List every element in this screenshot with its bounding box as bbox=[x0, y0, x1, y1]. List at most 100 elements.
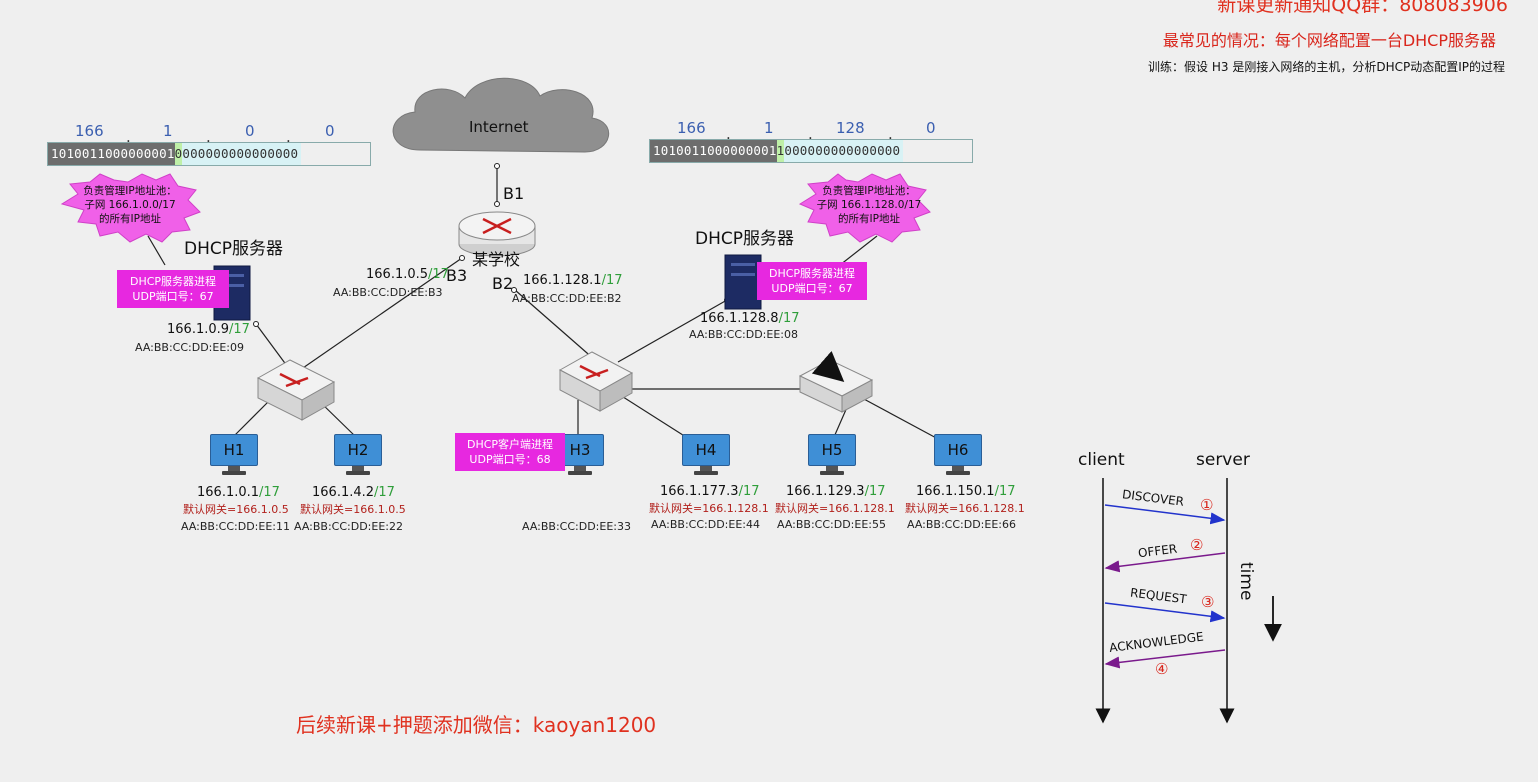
offer-num: ② bbox=[1190, 536, 1204, 554]
dhcp-sequence bbox=[1095, 478, 1282, 724]
right-dot-2: . bbox=[808, 125, 813, 143]
left-server-proc-port: UDP端口号：67 bbox=[132, 290, 214, 303]
link-h6 bbox=[861, 397, 941, 441]
right-pool-line-1: 负责管理IP地址池： bbox=[822, 185, 916, 197]
left-server-mac: AA:BB:CC:DD:EE:09 bbox=[135, 341, 244, 354]
host-h5-screen: H5 bbox=[808, 434, 856, 466]
hub-icon bbox=[798, 350, 874, 413]
host-h5: H5 bbox=[808, 434, 856, 475]
right-bits-network: 1010011000000001 bbox=[650, 140, 777, 162]
exercise-text: 训练：假设 H3 是刚接入网络的主机，分析DHCP动态配置IP的过程 bbox=[1148, 60, 1505, 74]
offer-arrow bbox=[1104, 552, 1226, 573]
router-b3-mac: AA:BB:CC:DD:EE:B3 bbox=[333, 286, 443, 299]
discover-num: ① bbox=[1200, 496, 1214, 514]
router-b1-label: B1 bbox=[503, 184, 525, 203]
left-octet-2: 1 bbox=[163, 122, 173, 140]
left-octet-1: 166 bbox=[75, 122, 104, 140]
link-h4 bbox=[619, 394, 687, 438]
left-server-ip: 166.1.0.9/17 bbox=[167, 322, 250, 337]
internet-label: Internet bbox=[469, 118, 529, 136]
h1-mac: AA:BB:CC:DD:EE:11 bbox=[181, 520, 290, 533]
right-server-proc-name: DHCP服务器进程 bbox=[768, 267, 856, 280]
left-octet-3: 0 bbox=[245, 122, 255, 140]
right-pool-line-3: 的所有IP地址 bbox=[838, 213, 900, 225]
left-server-process: DHCP服务器进程 UDP端口号：67 bbox=[117, 270, 229, 308]
h2-gateway: 默认网关=166.1.0.5 bbox=[300, 503, 406, 516]
left-pool-burst bbox=[60, 173, 201, 243]
host-h1-screen: H1 bbox=[210, 434, 258, 466]
h3-mac: AA:BB:CC:DD:EE:33 bbox=[522, 520, 631, 533]
left-server-label: DHCP服务器 bbox=[184, 239, 283, 259]
seq-time-label: time bbox=[1236, 562, 1256, 601]
h3-client-process: DHCP客户端进程 UDP端口号：68 bbox=[455, 433, 565, 471]
wechat-footer: 后续新课+押题添加微信：kaoyan1200 bbox=[296, 713, 657, 737]
internet-cloud bbox=[392, 77, 610, 153]
right-server-label: DHCP服务器 bbox=[695, 229, 794, 249]
right-server-icon bbox=[724, 254, 762, 310]
left-dot-2: . bbox=[206, 128, 211, 146]
h2-ip: 166.1.4.2/17 bbox=[312, 485, 395, 500]
h1-ip: 166.1.0.1/17 bbox=[197, 485, 280, 500]
router-icon bbox=[458, 211, 536, 257]
h6-mac: AA:BB:CC:DD:EE:66 bbox=[907, 518, 1016, 531]
h5-ip: 166.1.129.3/17 bbox=[786, 484, 886, 499]
right-bits-subnet: 1 bbox=[776, 140, 785, 162]
left-bits-subnet: 0 bbox=[174, 143, 183, 165]
right-pool-burst bbox=[798, 173, 931, 243]
h6-ip: 166.1.150.1/17 bbox=[916, 484, 1016, 499]
right-switch-icon bbox=[558, 351, 634, 412]
left-pool-line-3: 的所有IP地址 bbox=[99, 213, 161, 225]
h3-proc-name: DHCP客户端进程 bbox=[466, 438, 554, 451]
right-dot-1: . bbox=[726, 125, 731, 143]
router-b3-label: B3 bbox=[446, 266, 468, 285]
h4-ip: 166.1.177.3/17 bbox=[660, 484, 760, 499]
left-pool-pointer bbox=[147, 235, 166, 266]
h1-gateway: 默认网关=166.1.0.5 bbox=[183, 503, 289, 516]
right-pool-line-2: 子网 166.1.128.0/17 bbox=[816, 199, 922, 211]
right-octet-3: 128 bbox=[836, 119, 865, 137]
link-left-server bbox=[255, 323, 291, 371]
host-h4-screen: H4 bbox=[682, 434, 730, 466]
request-arrow bbox=[1104, 602, 1226, 623]
seq-client-label: client bbox=[1078, 450, 1125, 470]
slide-subtitle: 最常见的情况：每个网络配置一台DHCP服务器 bbox=[1162, 31, 1496, 50]
left-octet-4: 0 bbox=[325, 122, 335, 140]
qq-notice: 新课更新通知QQ群：808083906 bbox=[1217, 0, 1508, 16]
h4-gateway: 默认网关=166.1.128.1 bbox=[649, 502, 769, 515]
h2-mac: AA:BB:CC:DD:EE:22 bbox=[294, 520, 403, 533]
host-h4: H4 bbox=[682, 434, 730, 475]
router-b3-ip: 166.1.0.5/17 bbox=[366, 267, 449, 282]
right-dot-3: . bbox=[888, 125, 893, 143]
left-dot-3: . bbox=[286, 128, 291, 146]
left-dot-1: . bbox=[126, 128, 131, 146]
h3-proc-port: UDP端口号：68 bbox=[469, 453, 551, 466]
right-server-process: DHCP服务器进程 UDP端口号：67 bbox=[757, 262, 867, 300]
h5-gateway: 默认网关=166.1.128.1 bbox=[775, 502, 895, 515]
link-router-right-switch bbox=[514, 289, 596, 361]
router-b2-label: B2 bbox=[492, 274, 514, 293]
h6-gateway: 默认网关=166.1.128.1 bbox=[905, 502, 1025, 515]
router-b2-mac: AA:BB:CC:DD:EE:B2 bbox=[512, 292, 622, 305]
link-h1 bbox=[232, 399, 271, 438]
host-h6-screen: H6 bbox=[934, 434, 982, 466]
left-server-proc-name: DHCP服务器进程 bbox=[129, 275, 217, 288]
host-h6: H6 bbox=[934, 434, 982, 475]
host-h1: H1 bbox=[210, 434, 258, 475]
request-num: ③ bbox=[1201, 593, 1215, 611]
h4-mac: AA:BB:CC:DD:EE:44 bbox=[651, 518, 760, 531]
left-bits-network: 1010011000000001 bbox=[48, 143, 175, 165]
right-octet-2: 1 bbox=[764, 119, 774, 137]
right-octet-1: 166 bbox=[677, 119, 706, 137]
acknowledge-num: ④ bbox=[1155, 660, 1169, 678]
right-server-proc-port: UDP端口号：67 bbox=[771, 282, 853, 295]
right-octet-4: 0 bbox=[926, 119, 936, 137]
router-b2-ip: 166.1.128.1/17 bbox=[523, 273, 623, 288]
host-h2-screen: H2 bbox=[334, 434, 382, 466]
seq-server-label: server bbox=[1196, 450, 1250, 470]
right-pool-pointer bbox=[839, 235, 878, 266]
router-label: 某学校 bbox=[472, 250, 521, 269]
